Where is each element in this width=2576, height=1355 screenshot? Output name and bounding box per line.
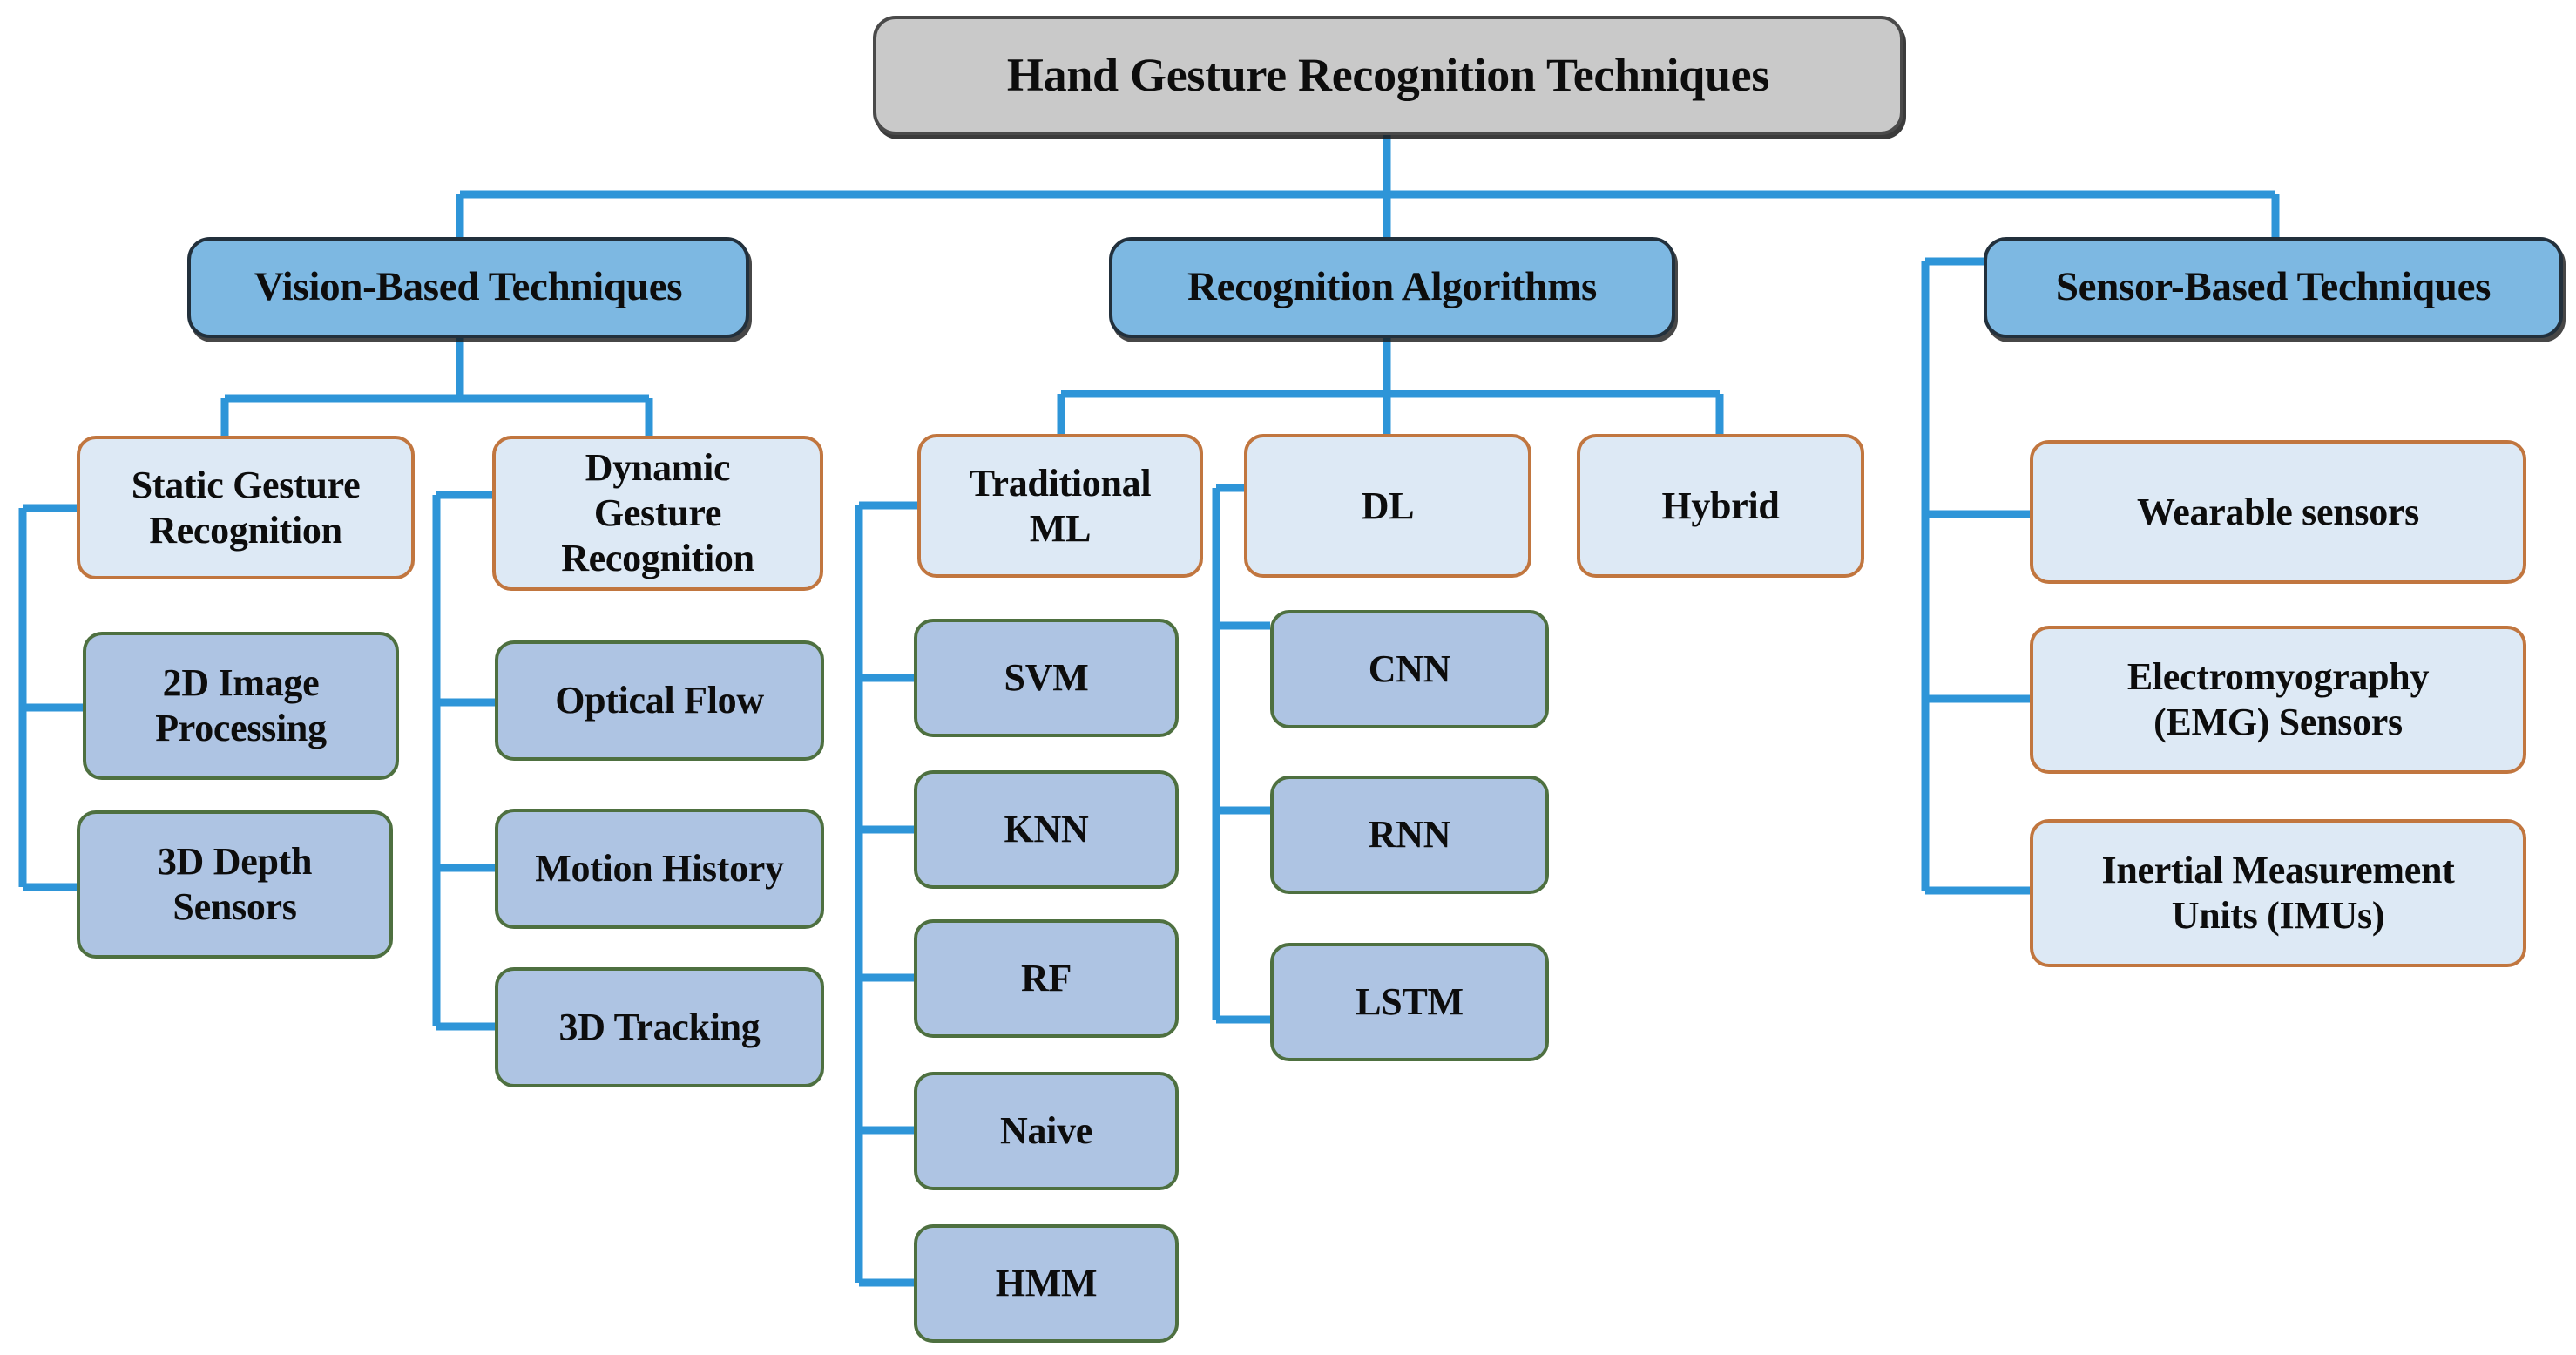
node-traditional-ml-line2: ML (1029, 506, 1092, 550)
node-vision-based-techniques[interactable]: Vision-Based Techniques (187, 237, 749, 338)
node-dynamic-line3: Recognition (561, 536, 754, 579)
node-wearable-sensors[interactable]: Wearable sensors (2030, 440, 2526, 584)
node-recognition-algorithms[interactable]: Recognition Algorithms (1109, 237, 1675, 338)
node-motion-history[interactable]: Motion History (495, 809, 824, 929)
node-hybrid-label: Hybrid (1661, 484, 1780, 527)
node-root[interactable]: Hand Gesture Recognition Techniques (873, 16, 1903, 135)
node-imu-line1: Inertial Measurement (2101, 849, 2455, 892)
node-root-label: Hand Gesture Recognition Techniques (1006, 48, 1770, 101)
node-3d-depth-line2: Sensors (172, 885, 297, 928)
node-2d-image-processing[interactable]: 2D Image Processing (83, 632, 399, 780)
node-wearable-label: Wearable sensors (2137, 490, 2419, 533)
node-cnn[interactable]: CNN (1270, 610, 1549, 728)
node-optical-flow[interactable]: Optical Flow (495, 640, 824, 761)
node-imu[interactable]: Inertial Measurement Units (IMUs) (2030, 819, 2526, 967)
node-static-line2: Recognition (149, 508, 342, 552)
node-rf-label: RF (1020, 957, 1072, 1000)
node-traditional-ml-line1: Traditional (969, 461, 1152, 505)
node-lstm[interactable]: LSTM (1270, 943, 1549, 1061)
node-static-line1: Static Gesture (131, 463, 361, 506)
node-knn[interactable]: KNN (914, 770, 1179, 889)
node-emg-line1: Electromyography (2126, 655, 2430, 699)
node-static-gesture-recognition[interactable]: Static Gesture Recognition (77, 436, 415, 579)
node-3d-tracking-label: 3D Tracking (558, 1006, 761, 1049)
node-3d-tracking[interactable]: 3D Tracking (495, 967, 824, 1087)
node-vision-label: Vision-Based Techniques (254, 264, 683, 310)
node-sensor-based-techniques[interactable]: Sensor-Based Techniques (1984, 237, 2563, 338)
node-dl-label: DL (1361, 484, 1415, 527)
node-rnn-label: RNN (1368, 813, 1451, 857)
node-knn-label: KNN (1004, 808, 1089, 851)
node-cnn-label: CNN (1368, 647, 1451, 691)
node-rnn[interactable]: RNN (1270, 776, 1549, 894)
node-svm-label: SVM (1004, 656, 1089, 700)
node-svm[interactable]: SVM (914, 619, 1179, 737)
node-imu-line2: Units (IMUs) (2171, 894, 2385, 937)
node-3d-depth-line1: 3D Depth (157, 840, 313, 884)
node-2d-line2: Processing (155, 707, 327, 749)
node-2d-line1: 2D Image (162, 661, 320, 705)
node-dynamic-line1: Dynamic (585, 446, 731, 490)
node-emg-sensors[interactable]: Electromyography (EMG) Sensors (2030, 626, 2526, 774)
node-naive-label: Naive (999, 1109, 1093, 1153)
node-hmm[interactable]: HMM (914, 1224, 1179, 1343)
node-optical-flow-label: Optical Flow (555, 679, 764, 722)
node-motion-history-label: Motion History (535, 847, 784, 891)
node-3d-depth-sensors[interactable]: 3D Depth Sensors (77, 810, 393, 959)
node-naive[interactable]: Naive (914, 1072, 1179, 1190)
node-algorithms-label: Recognition Algorithms (1187, 264, 1597, 310)
node-hmm-label: HMM (995, 1262, 1098, 1305)
node-lstm-label: LSTM (1356, 980, 1464, 1024)
node-dynamic-gesture-recognition[interactable]: Dynamic Gesture Recognition (492, 436, 823, 591)
node-dynamic-line2: Gesture (593, 491, 722, 535)
node-rf[interactable]: RF (914, 919, 1179, 1038)
node-sensor-label: Sensor-Based Techniques (2055, 264, 2491, 310)
node-emg-line2: (EMG) Sensors (2153, 701, 2403, 743)
node-traditional-ml[interactable]: Traditional ML (917, 434, 1203, 578)
node-hybrid[interactable]: Hybrid (1577, 434, 1864, 578)
node-dl[interactable]: DL (1244, 434, 1531, 578)
